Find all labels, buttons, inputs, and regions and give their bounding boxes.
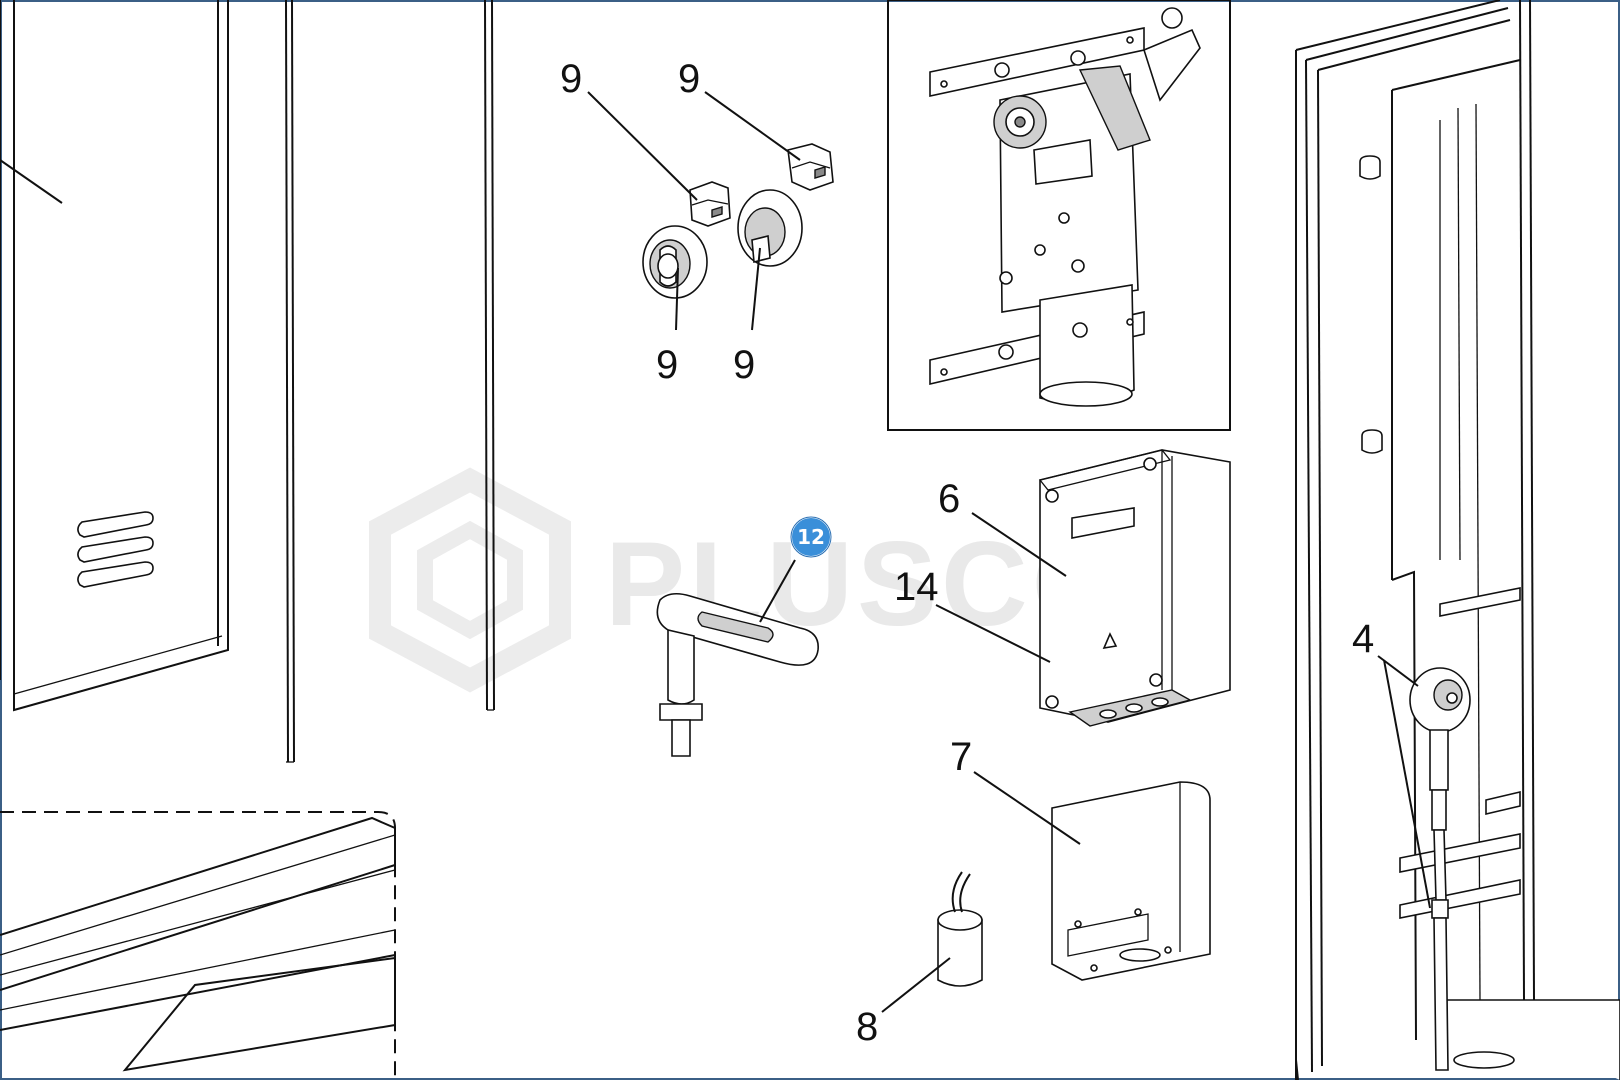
- door-panel: [0, 0, 229, 712]
- capacitor: [937, 871, 983, 987]
- leader-lines-9: [587, 91, 801, 331]
- callout-7: 7: [950, 735, 972, 779]
- vertical-rails: [285, 0, 495, 763]
- leader-line-12: [759, 559, 796, 623]
- callout-6: 6: [938, 477, 960, 521]
- callout-9-bottom-right: 9: [733, 343, 755, 387]
- rod-and-cam: [1409, 667, 1471, 1071]
- callout-badge-12[interactable]: 12: [790, 516, 832, 558]
- watermark-logo-icon: [369, 467, 571, 693]
- cam-right: [737, 189, 803, 267]
- handle: [656, 592, 819, 757]
- microswitch-right: [787, 143, 834, 191]
- callout-12-label: 12: [797, 525, 825, 549]
- leader-line-7: [973, 771, 1081, 845]
- leader-line-8: [881, 957, 951, 1013]
- control-box: [1038, 449, 1231, 727]
- callout-9-bottom-left: 9: [656, 343, 678, 387]
- callout-4: 4: [1352, 617, 1374, 661]
- base-panel-detail: [0, 811, 396, 1080]
- watermark-logo-inner-icon: [417, 520, 523, 640]
- cover: [1051, 781, 1211, 981]
- callout-8: 8: [856, 1005, 878, 1049]
- gear-motor-detail: [887, 0, 1231, 431]
- callout-9-top-right: 9: [678, 57, 700, 101]
- leader-lines-6-14: [935, 512, 1067, 663]
- callout-9-top-left: 9: [560, 57, 582, 101]
- callout-14: 14: [894, 565, 939, 609]
- door-frame: [1295, 0, 1620, 1080]
- cam-left: [642, 225, 708, 299]
- leader-lines-4: [1377, 655, 1431, 909]
- microswitch-left: [689, 181, 731, 227]
